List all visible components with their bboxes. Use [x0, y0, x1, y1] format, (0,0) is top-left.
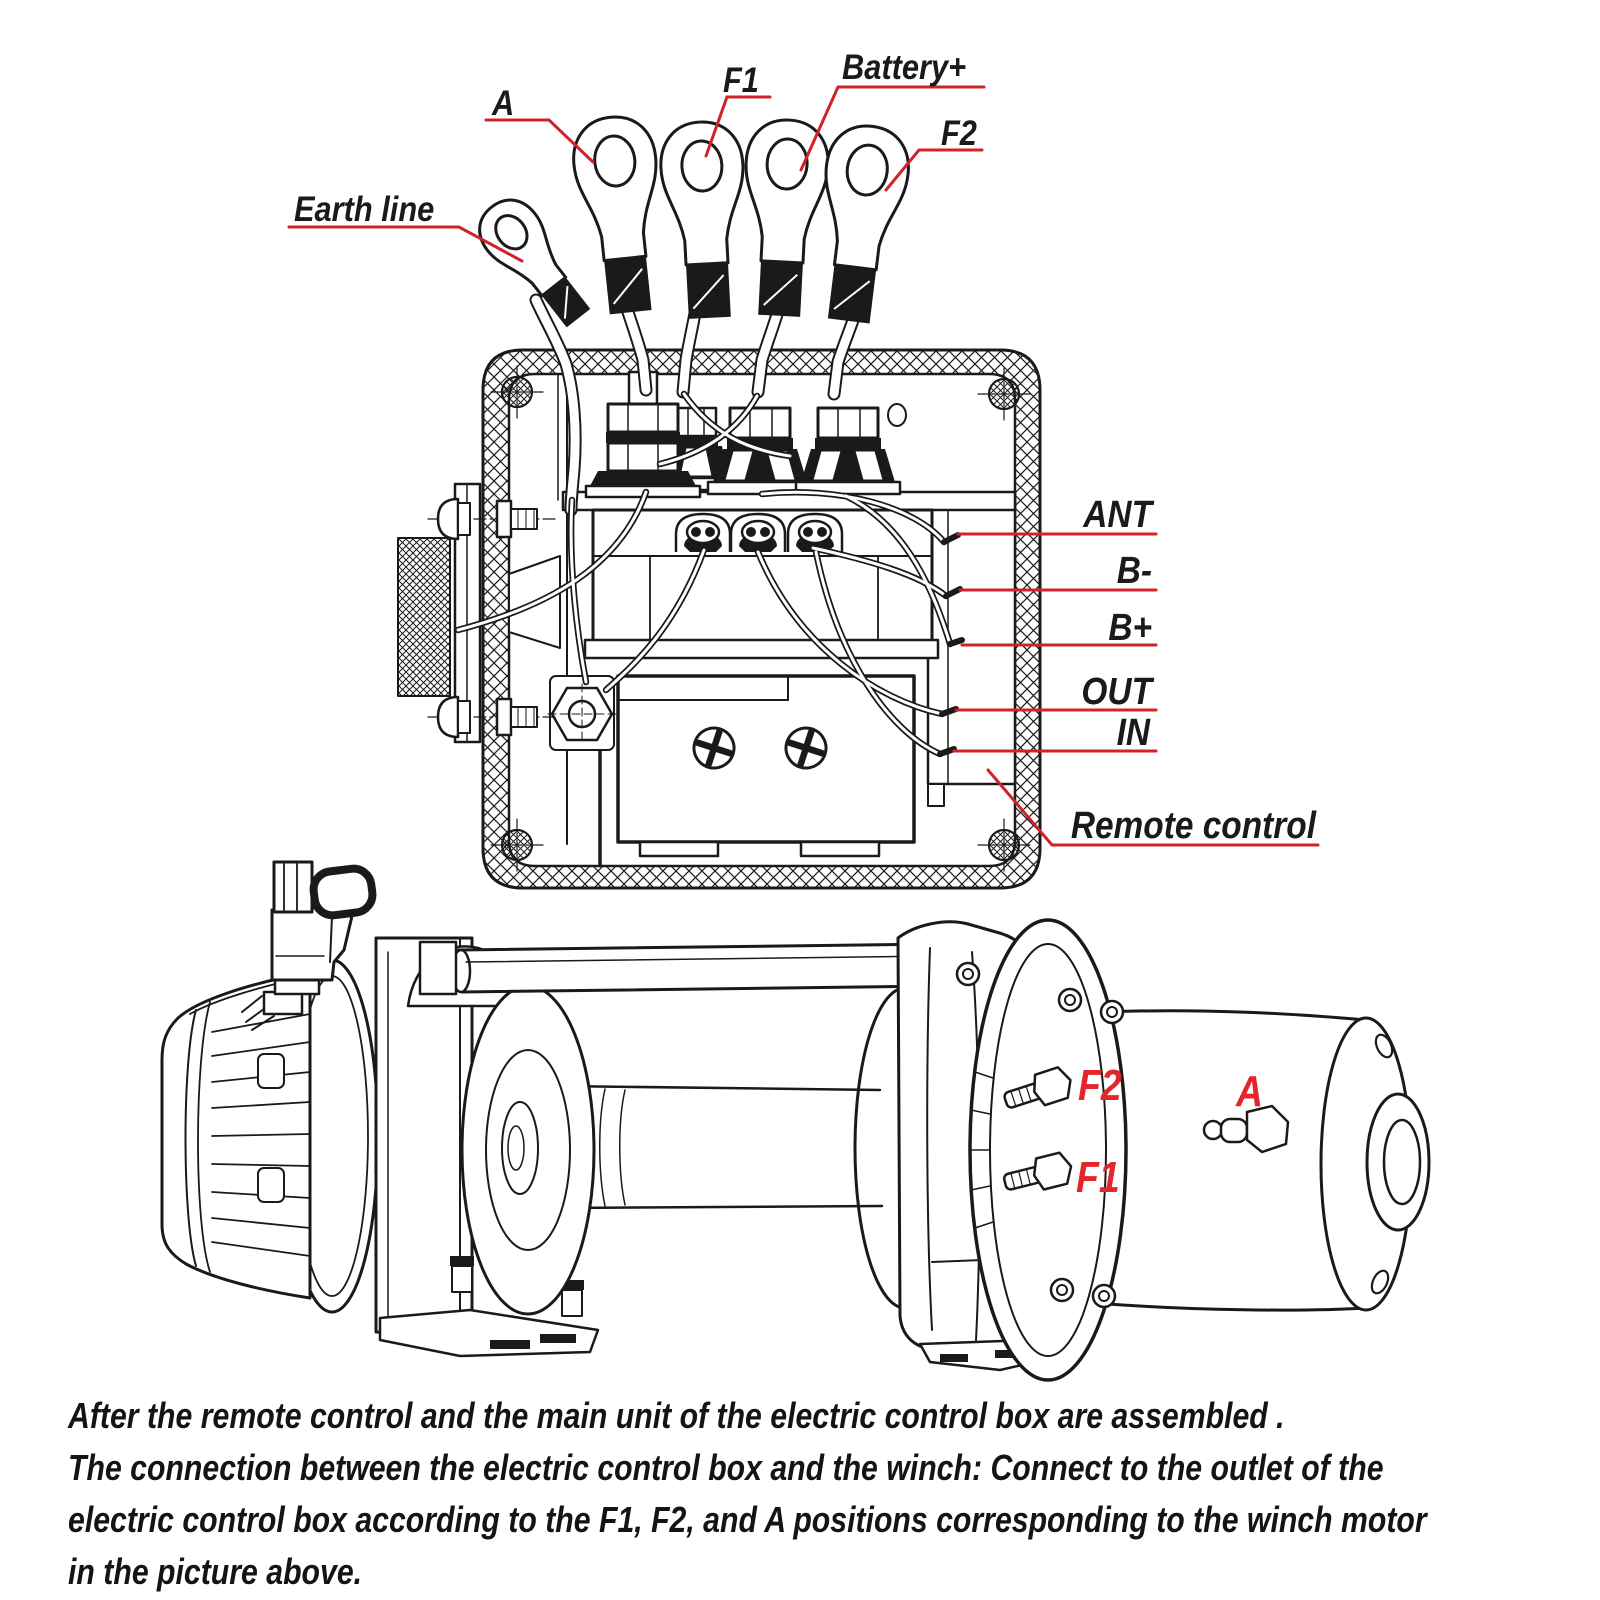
motor-terminal-f2 — [1003, 1066, 1072, 1109]
label-in: IN — [1117, 711, 1152, 753]
wire-labels: A F1 Battery+ F2 Earth line — [294, 47, 977, 228]
caption-line-3: electric control box according to the F1… — [68, 1499, 1427, 1540]
tie-bar — [418, 940, 946, 996]
control-box-port-labels: ANT B- B+ OUT IN Remote control — [1071, 493, 1317, 846]
winch-motor — [1106, 1009, 1431, 1312]
phillips-screw — [692, 726, 736, 770]
terminal-studs — [584, 370, 902, 499]
caption-line-2: The connection between the electric cont… — [68, 1447, 1384, 1488]
label-f1: F1 — [723, 60, 759, 99]
label-battery-plus: Battery+ — [842, 47, 966, 86]
bracket-bolt — [427, 497, 557, 541]
bracket-bolt — [427, 695, 557, 739]
stud-small — [656, 406, 736, 492]
contactor — [583, 508, 940, 660]
motor-stud-labels: F2 A F1 — [1076, 1060, 1263, 1202]
label-f2: F2 — [941, 113, 977, 152]
clutch-lever — [241, 860, 377, 1031]
lug-battery — [744, 118, 830, 317]
caption-line-4: in the picture above. — [68, 1551, 363, 1592]
motor-terminal-a — [1202, 1104, 1290, 1154]
label-remote-control: Remote control — [1071, 804, 1317, 846]
corner-screw — [490, 365, 1031, 872]
label-earth-line: Earth line — [294, 189, 434, 228]
motor-label-f2: F2 — [1078, 1060, 1122, 1110]
motor-label-a: A — [1235, 1066, 1263, 1116]
lower-block — [616, 674, 916, 858]
mounting-bracket — [397, 482, 557, 744]
gear-housing-left — [160, 970, 312, 1300]
label-b-plus: B+ — [1108, 606, 1152, 648]
lug-a — [572, 115, 658, 315]
phillips-screw — [784, 726, 828, 770]
control-box — [397, 348, 1042, 890]
stud-3 — [794, 406, 902, 496]
lug-earth — [478, 198, 591, 328]
lug-f2 — [824, 124, 910, 324]
leader-lines — [287, 85, 1320, 847]
drum-support-left — [374, 936, 600, 1358]
instruction-caption: After the remote control and the main un… — [68, 1390, 1427, 1598]
label-out: OUT — [1081, 670, 1155, 712]
motor-terminal-f1 — [1002, 1151, 1073, 1191]
caption-line-1: After the remote control and the main un… — [68, 1395, 1285, 1436]
label-b-minus: B- — [1117, 549, 1152, 591]
label-ant: ANT — [1082, 493, 1155, 535]
winch — [160, 860, 1431, 1382]
ground-stud — [547, 675, 617, 751]
drum — [460, 984, 957, 1316]
motor-label-f1: F1 — [1076, 1152, 1120, 1202]
stud-a — [584, 370, 702, 499]
internal-wires — [458, 394, 965, 754]
lug-f1 — [659, 120, 745, 319]
label-a: A — [491, 83, 514, 122]
motor-flange-ring — [968, 918, 1128, 1382]
